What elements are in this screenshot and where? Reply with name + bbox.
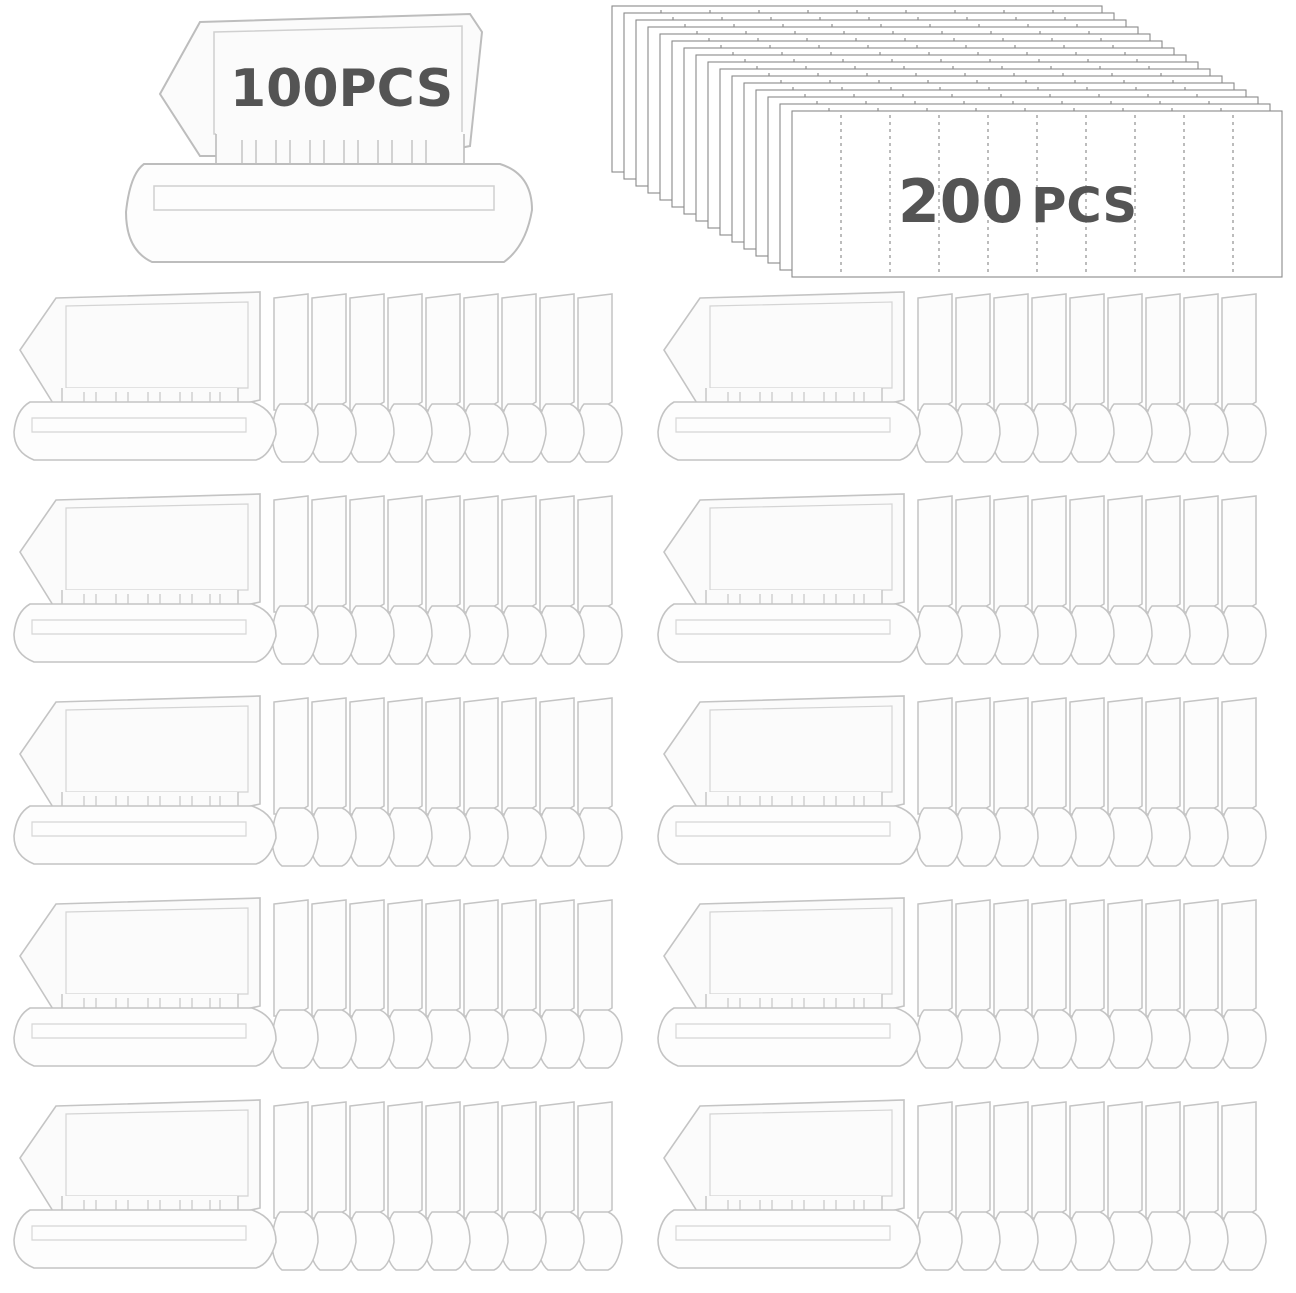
- tabs-count-label: 100PCS: [230, 59, 453, 119]
- tab-stack: [657, 291, 1267, 463]
- tab-back: [915, 899, 963, 1069]
- tab-back: [271, 697, 319, 867]
- tab-stack: [13, 493, 623, 665]
- tab-stack: [657, 493, 1267, 665]
- tab-front: [657, 897, 921, 1067]
- tab-front: [657, 695, 921, 865]
- tab-stack: [13, 695, 623, 867]
- tab-stack: [657, 695, 1267, 867]
- tab-back: [271, 495, 319, 665]
- tab-stack: [657, 897, 1267, 1069]
- tab-front: [13, 291, 277, 461]
- tab-front: [13, 493, 277, 663]
- tab-stack: [13, 291, 623, 463]
- tab-back: [271, 293, 319, 463]
- tab-back: [271, 1101, 319, 1271]
- tab-stack: [657, 1099, 1267, 1271]
- tab-front: [657, 493, 921, 663]
- insert-sheet: [791, 110, 1283, 278]
- inserts-count-number: 200: [898, 167, 1023, 237]
- tab-back: [915, 495, 963, 665]
- tab-back: [915, 697, 963, 867]
- single-tab-display: 100PCS: [124, 12, 534, 263]
- tab-back: [915, 1101, 963, 1271]
- tab-back: [915, 293, 963, 463]
- tab-stacks-grid: [13, 291, 1267, 1271]
- inserts-count-unit: PCS: [1031, 178, 1137, 234]
- tab-front: [657, 1099, 921, 1269]
- tab-front: [657, 291, 921, 461]
- tab-front: [13, 1099, 277, 1269]
- insert-sheets-stack: [611, 5, 1283, 278]
- tab-back: [271, 899, 319, 1069]
- tab-stack: [13, 1099, 623, 1271]
- tab-front: [13, 695, 277, 865]
- tab-stack: [13, 897, 623, 1069]
- tab-front: [13, 897, 277, 1067]
